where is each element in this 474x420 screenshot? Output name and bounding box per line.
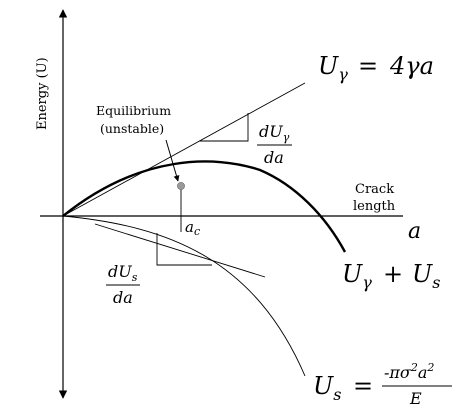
equilibrium-label-line2: (unstable) [100, 121, 164, 136]
svg-text:da: da [264, 148, 284, 167]
strain-tangent-line [94, 223, 266, 278]
strain-energy-curve [62, 215, 306, 377]
equilibrium-label-line1: Equilibrium [96, 103, 171, 118]
svg-text:Us: Us [412, 260, 440, 292]
svg-text:Uγ: Uγ [342, 260, 372, 292]
total-energy-curve [62, 160, 347, 253]
surface-energy-line [62, 82, 306, 217]
svg-text:E: E [409, 389, 422, 408]
svg-text:Uγ: Uγ [318, 52, 348, 84]
strain-energy-equation: Us = -πσ2a2 E [313, 361, 452, 408]
critical-length-label: ac [185, 218, 200, 238]
svg-text:-πσ2a2: -πσ2a2 [384, 361, 434, 382]
surface-slope-fraction: dUγ da [257, 122, 292, 167]
strain-slope-triangle [156, 233, 212, 266]
y-axis-label: Energy (U) [35, 57, 50, 130]
svg-text:+: + [383, 260, 403, 288]
svg-text:=: = [353, 372, 373, 400]
x-axis-caption-line1: Crack [355, 182, 394, 197]
svg-text:4γa: 4γa [389, 52, 434, 80]
x-axis-variable: a [408, 219, 421, 244]
svg-text:Us: Us [313, 372, 341, 404]
svg-text:dUs: dUs [108, 262, 138, 284]
svg-text:=: = [358, 52, 378, 80]
equilibrium-arrow [165, 139, 180, 182]
x-axis-caption-line2: length [353, 199, 396, 214]
svg-text:dUγ: dUγ [259, 122, 290, 144]
strain-slope-fraction: dUs da [106, 262, 140, 307]
total-energy-label: Uγ + Us [342, 260, 440, 292]
svg-text:da: da [113, 288, 133, 307]
surface-energy-equation: Uγ = 4γa [318, 52, 434, 84]
surface-slope-triangle [199, 113, 249, 142]
equilibrium-point [177, 182, 185, 190]
